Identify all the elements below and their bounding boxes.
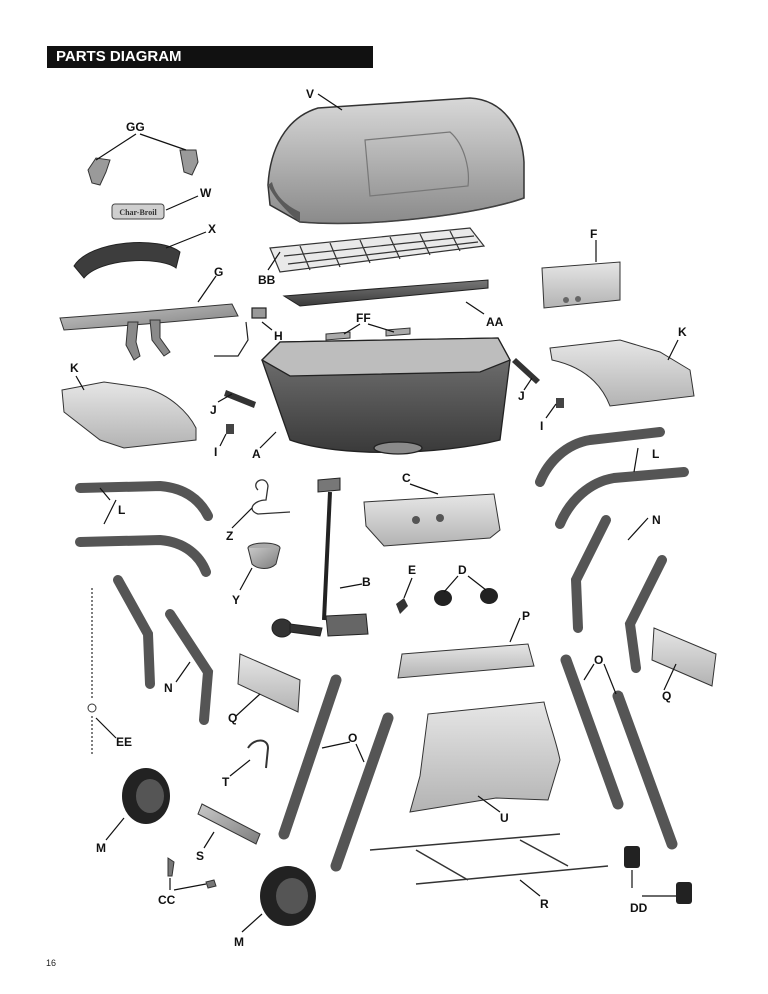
label-n-right: N [652, 513, 661, 527]
label-v: V [306, 87, 314, 101]
leg-assembly-left-part-n [113, 575, 214, 725]
label-w: W [200, 186, 212, 200]
brackets-part-ff [325, 327, 411, 341]
bottom-shelf-part-u [409, 701, 561, 813]
label-e: E [408, 563, 416, 577]
regulator-hose-part-b [271, 477, 369, 638]
label-ee: EE [116, 735, 132, 749]
label-j-left: J [210, 403, 217, 417]
label-n-left: N [164, 681, 173, 695]
label-u: U [500, 811, 509, 825]
label-aa: AA [486, 315, 504, 329]
bracket-left-part-j [224, 390, 256, 408]
label-bb: BB [258, 273, 276, 287]
lid-part-v [267, 97, 525, 225]
igniter-part-h [214, 307, 267, 357]
valve-part-e [396, 598, 408, 614]
label-l-right: L [652, 447, 659, 461]
bracket-right-part-q [651, 627, 717, 687]
label-m-bottom: M [234, 935, 244, 949]
label-s: S [196, 849, 204, 863]
knobs-part-d [434, 588, 498, 606]
hinge-brackets-part-gg [87, 149, 199, 186]
label-p: P [522, 609, 530, 623]
page-title: PARTS DIAGRAM [47, 46, 373, 68]
label-a: A [252, 447, 261, 461]
handle-part-x [73, 242, 181, 279]
bracket-left-part-q [237, 653, 301, 713]
label-m-top: M [96, 841, 106, 855]
label-h: H [274, 329, 283, 343]
firebox-part-a [260, 337, 511, 455]
panel-part-p [397, 643, 535, 679]
logo-badge-part-w [111, 203, 165, 220]
side-shelf-right-part-k [549, 339, 695, 407]
label-dd: DD [630, 901, 648, 915]
leg-tubes-left-part-l [75, 480, 213, 577]
label-y: Y [232, 593, 240, 607]
side-shelf-left-part-k [61, 381, 197, 449]
label-ff: FF [356, 311, 371, 325]
leg-tubes-right-part-l [535, 427, 689, 529]
burner-part-g [59, 303, 239, 361]
tubes-right-part-o [560, 654, 678, 850]
label-g: G [214, 265, 223, 279]
label-gg: GG [126, 120, 145, 134]
label-k-left: K [70, 361, 79, 375]
label-d: D [458, 563, 467, 577]
label-q-left: Q [228, 711, 237, 725]
label-f: F [590, 227, 597, 241]
leader-lines [75, 93, 679, 933]
label-b: B [362, 575, 371, 589]
heat-tent-part-aa [282, 279, 489, 307]
feet-part-dd [624, 846, 692, 904]
clip-left-part-i [226, 424, 234, 434]
label-i-left: I [214, 445, 217, 459]
wheel-top-part-m [122, 768, 170, 824]
label-x: X [208, 222, 216, 236]
leg-assembly-right-part-n [570, 515, 667, 673]
label-c: C [402, 471, 411, 485]
hook-part-z [251, 479, 291, 515]
bracket-right-part-j [512, 358, 540, 384]
axle-bracket-part-s [197, 803, 261, 845]
label-o-right: O [594, 653, 603, 667]
clip-part-t [247, 739, 270, 769]
label-z: Z [226, 529, 233, 543]
clip-right-part-i [556, 398, 564, 408]
label-i-right: I [540, 419, 543, 433]
label-j-right: J [518, 389, 525, 403]
label-k-right: K [678, 325, 687, 339]
label-q-right: Q [662, 689, 671, 703]
wire-frame-part-r [369, 833, 609, 885]
cup-part-y [247, 542, 281, 569]
cooking-grate-part-bb [269, 227, 486, 273]
tubes-left-part-o [278, 674, 394, 872]
page-number: 16 [46, 958, 57, 968]
heat-shield-part-f [541, 261, 621, 309]
bolts-part-cc [167, 857, 217, 889]
label-o-left: O [348, 731, 357, 745]
logo-badge-text: Char-Broil [119, 208, 157, 217]
wheel-bottom-part-m [260, 866, 316, 926]
label-l-left: L [118, 503, 125, 517]
label-r: R [540, 897, 549, 911]
label-cc: CC [158, 893, 176, 907]
control-panel-part-c [363, 493, 501, 547]
label-t: T [222, 775, 230, 789]
